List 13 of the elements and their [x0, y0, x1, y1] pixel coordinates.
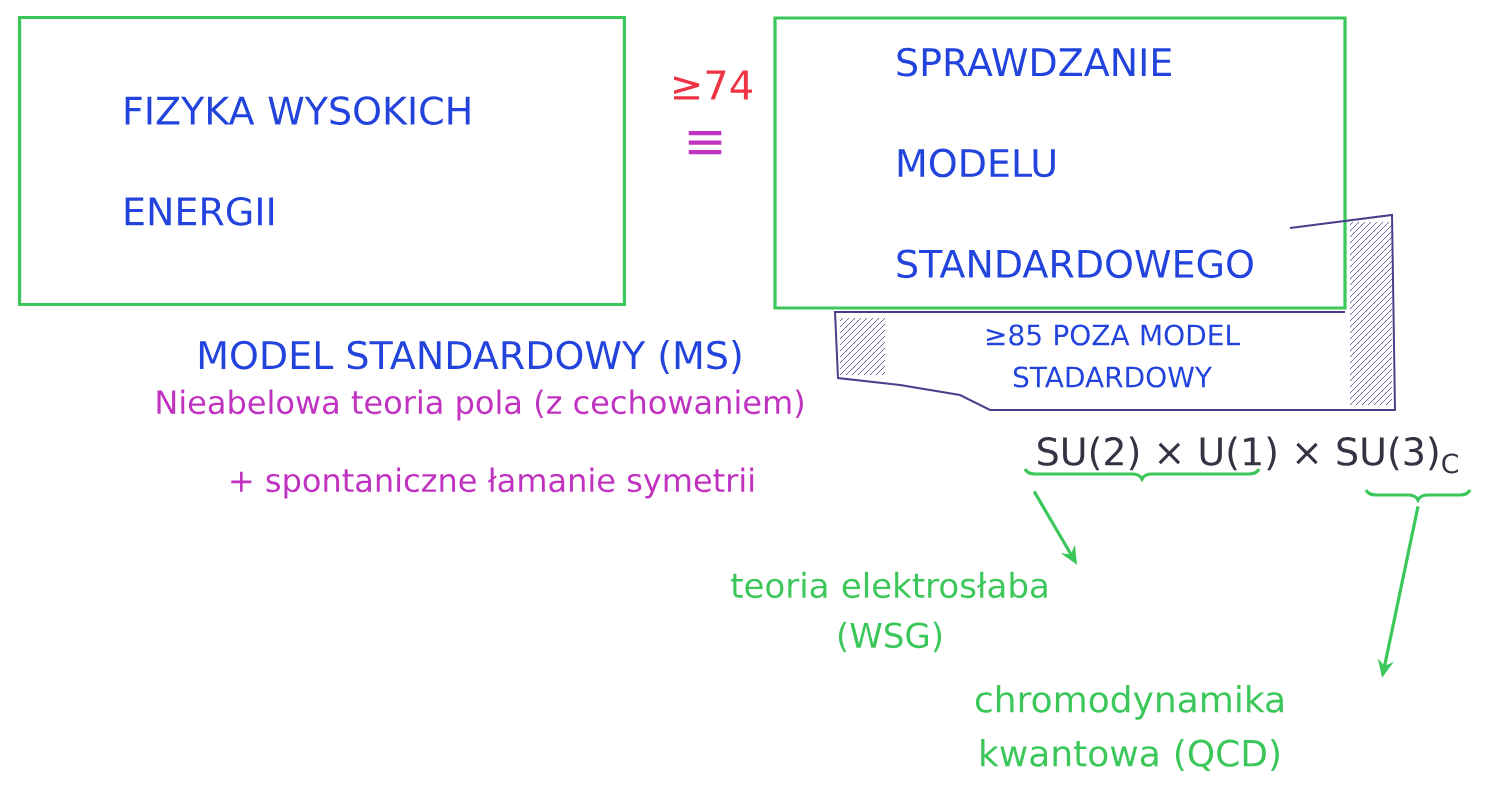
text-box: FIZYKA WYSOKICH ENERGII	[18, 15, 626, 307]
heading-label: MODEL STANDARDOWY (MS)	[199, 340, 741, 374]
equivalence-sign: ≡	[688, 131, 722, 155]
hatched-region: ≥85 POZA MODEL STADARDOWY	[986, 324, 1240, 388]
text-label: teoria elektrosłaba (WSG)	[731, 571, 1047, 653]
curly-brace	[1364, 489, 1472, 502]
number-label: ≥74	[674, 70, 752, 100]
text-label: chromodynamika kwantowa (QCD)	[975, 684, 1283, 772]
text-box: SPRAWDZANIE MODELU STANDARDOWEGO	[773, 16, 1347, 310]
group-formula: SU(2) × U(1) × SU(3)$_{C}$	[1038, 436, 1458, 474]
hatched-region	[833, 213, 1397, 411]
note-label: + spontaniczne łamanie symetrii	[231, 467, 754, 499]
note-label: Nieabelowa teoria pola (z cechowaniem)	[157, 389, 803, 421]
